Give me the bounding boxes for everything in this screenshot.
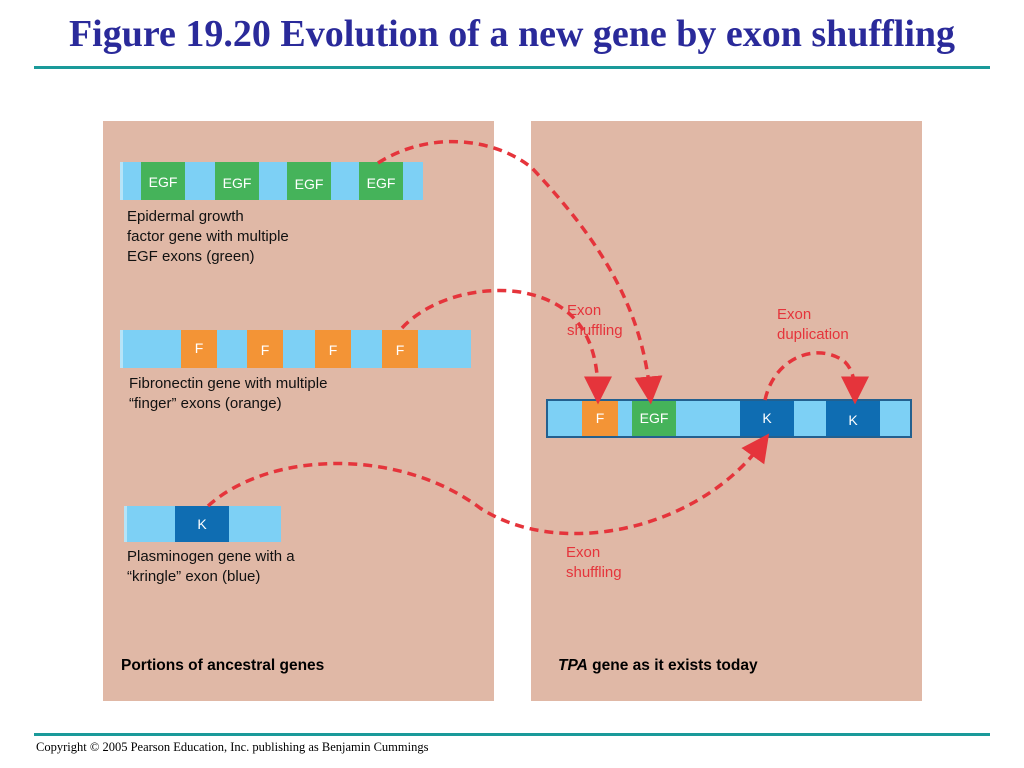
finger-exon: F — [582, 401, 618, 436]
right-panel-caption: TPA gene as it exists today — [558, 657, 758, 674]
kringle-exon: K — [175, 506, 229, 542]
egf-exon: EGF — [359, 162, 403, 200]
tpa-gene-bar: F EGF K K — [546, 399, 912, 438]
exon-shuffling-label-top: Exon shuffling — [567, 302, 623, 339]
fibronectin-gene-description: Fibronectin gene with multiple “finger” … — [129, 375, 328, 412]
egf-exon: EGF — [215, 162, 259, 200]
finger-exon: F — [382, 330, 418, 368]
egf-exon: EGF — [287, 162, 331, 200]
egf-gene-description: Epidermal growth factor gene with multip… — [127, 208, 289, 265]
egf-exon: EGF — [632, 401, 676, 436]
top-divider — [34, 66, 990, 69]
exon-shuffling-label-bottom: Exon shuffling — [566, 544, 622, 581]
fibronectin-gene-bar: F F F F — [123, 330, 471, 368]
egf-gene-bar: EGF EGF EGF EGF — [123, 162, 423, 200]
finger-exon: F — [315, 330, 351, 368]
plasminogen-gene-bar: K — [127, 506, 281, 542]
page-title: Figure 19.20 Evolution of a new gene by … — [68, 13, 956, 55]
kringle-exon: K — [826, 401, 880, 436]
finger-exon: F — [247, 330, 283, 368]
copyright-notice: Copyright © 2005 Pearson Education, Inc.… — [36, 740, 429, 754]
kringle-exon: K — [740, 401, 794, 436]
exon-duplication-label: Exon duplication — [777, 306, 849, 343]
egf-exon: EGF — [141, 162, 185, 200]
finger-exon: F — [181, 330, 217, 368]
plasminogen-gene-description: Plasminogen gene with a “kringle” exon (… — [127, 548, 295, 585]
bottom-divider — [34, 733, 990, 736]
left-panel-caption: Portions of ancestral genes — [121, 657, 325, 674]
